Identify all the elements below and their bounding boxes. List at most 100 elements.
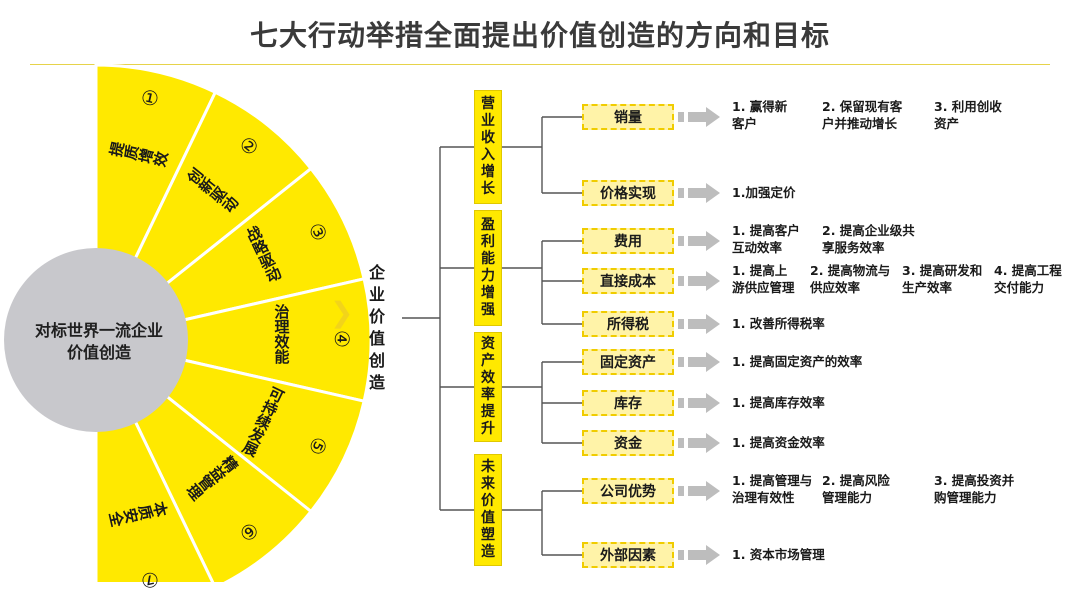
description-row: 1. 提高管理与 2. 提高风险 3. 提高投资并 (732, 472, 1034, 489)
hub-label-line2: 价值创造 (66, 343, 131, 362)
description-row: 客户 户并推动增长 资产 (732, 115, 1034, 132)
arrow-tail (678, 236, 684, 246)
arrow-tail (678, 398, 684, 408)
description-text: 1. 赢得新 (732, 99, 788, 114)
driver-box: 固定资产 (582, 349, 674, 375)
description-row: 1. 提高客户 2. 提高企业级共 (732, 222, 934, 239)
arrow-right-icon (688, 545, 720, 565)
action-fan (4, 63, 373, 582)
arrow-right-icon (688, 481, 720, 501)
driver-description: 1. 改善所得税率 (732, 315, 825, 332)
description-text: 2. 保留现有客 (822, 99, 903, 114)
description-row: 游供应管理供应效率 生产效率 交付能力 (732, 279, 1074, 296)
description-text: 互动效率 (732, 240, 783, 255)
description-text: 1. 改善所得税率 (732, 316, 825, 331)
sector-number: ④ (329, 330, 354, 348)
description-text: 1. 提高固定资产的效率 (732, 354, 863, 369)
description-text: 户并推动增长 (822, 116, 898, 131)
arrow-tail (678, 319, 684, 329)
description-text: 客户 (732, 116, 758, 131)
driver-description: 1. 提高管理与 2. 提高风险 3. 提高投资并治理有效性 管理能力 购管理能力 (732, 472, 1034, 506)
driver-box: 费用 (582, 228, 674, 254)
arrow-right-icon (688, 352, 720, 372)
arrow-tail (678, 438, 684, 448)
connector-lines (402, 116, 582, 556)
description-text: 供应效率 (810, 280, 861, 295)
driver-box: 资金 (582, 430, 674, 456)
description-row: 治理有效性 管理能力 购管理能力 (732, 489, 1034, 506)
driver-description: 1. 资本市场管理 (732, 546, 825, 563)
arrow-tail (678, 188, 684, 198)
arrow-right-icon (688, 393, 720, 413)
description-row: 1. 提高固定资产的效率 (732, 353, 862, 370)
description-text: 1.加强定价 (732, 185, 796, 200)
description-text: 生产效率 (902, 280, 953, 295)
arrow-tail (678, 112, 684, 122)
driver-box: 外部因素 (582, 542, 674, 568)
description-row: 互动效率 享服务效率 (732, 239, 934, 256)
description-text: 3. 提高投资并 (934, 473, 1015, 488)
description-text: 1. 资本市场管理 (732, 547, 825, 562)
arrow-tail (678, 486, 684, 496)
page-title: 七大行动举措全面提出价值创造的方向和目标 (249, 19, 830, 52)
description-text: 1. 提高上 (732, 263, 788, 278)
description-text: 2. 提高物流与 (810, 263, 891, 278)
diagram-canvas (4, 63, 720, 582)
driver-box: 价格实现 (582, 180, 674, 206)
arrow-right-icon (688, 231, 720, 251)
description-text: 2. 提高风险 (822, 473, 890, 488)
arrow-group (678, 107, 720, 565)
hub-label-line1: 对标世界一流企业 (34, 321, 163, 340)
chevron-right-icon: ❯ (330, 296, 354, 329)
description-text: 管理能力 (822, 490, 873, 505)
description-text: 1. 提高管理与 (732, 473, 813, 488)
driver-box: 公司优势 (582, 478, 674, 504)
description-text: 1. 提高库存效率 (732, 395, 825, 410)
description-row: 1. 改善所得税率 (732, 315, 825, 332)
driver-description: 1. 提高资金效率 (732, 434, 825, 451)
hub-circle (4, 248, 188, 432)
center-label: 企业价值创造 (368, 263, 385, 392)
description-text: 购管理能力 (934, 490, 997, 505)
description-text: 2. 提高企业级共 (822, 223, 915, 238)
driver-description: 1. 提高上 2. 提高物流与 3. 提高研发和 4. 提高工程游供应管理供应效率 生产… (732, 262, 1074, 296)
arrow-tail (678, 550, 684, 560)
description-text: 1. 提高资金效率 (732, 435, 825, 450)
driver-description: 1. 提高库存效率 (732, 394, 825, 411)
driver-description: 1. 提高固定资产的效率 (732, 353, 862, 370)
driver-description: 1.加强定价 (732, 184, 795, 201)
arrow-tail (678, 357, 684, 367)
description-text: 资产 (934, 116, 960, 131)
title-divider (30, 64, 1050, 65)
description-text: 1. 提高客户 (732, 223, 800, 238)
driver-box: 所得税 (582, 311, 674, 337)
category-box: 资产效率提升 (474, 332, 502, 442)
description-text: 游供应管理 (732, 280, 795, 295)
category-box: 未来价值塑造 (474, 454, 502, 566)
arrow-right-icon (688, 183, 720, 203)
description-row: 1. 提高上 2. 提高物流与 3. 提高研发和 4. 提高工程 (732, 262, 1074, 279)
description-text: 治理有效性 (732, 490, 795, 505)
driver-box: 库存 (582, 390, 674, 416)
driver-description: 1. 提高客户 2. 提高企业级共互动效率 享服务效率 (732, 222, 934, 256)
arrow-tail (678, 276, 684, 286)
category-box: 盈利能力增强 (474, 210, 502, 326)
description-row: 1. 提高库存效率 (732, 394, 825, 411)
description-text: 享服务效率 (822, 240, 885, 255)
driver-box: 直接成本 (582, 268, 674, 294)
description-row: 1. 资本市场管理 (732, 546, 825, 563)
description-text: 交付能力 (994, 280, 1045, 295)
description-text: 4. 提高工程 (994, 263, 1062, 278)
arrow-right-icon (688, 433, 720, 453)
driver-box: 销量 (582, 104, 674, 130)
sector-label: 治理效能 (272, 304, 291, 364)
hub-label: 对标世界一流企业 价值创造 (14, 320, 184, 364)
arrow-right-icon (688, 107, 720, 127)
category-box: 营业收入增长 (474, 90, 502, 204)
description-text: 3. 提高研发和 (902, 263, 983, 278)
arrow-right-icon (688, 314, 720, 334)
description-row: 1. 提高资金效率 (732, 434, 825, 451)
description-row: 1.加强定价 (732, 184, 795, 201)
